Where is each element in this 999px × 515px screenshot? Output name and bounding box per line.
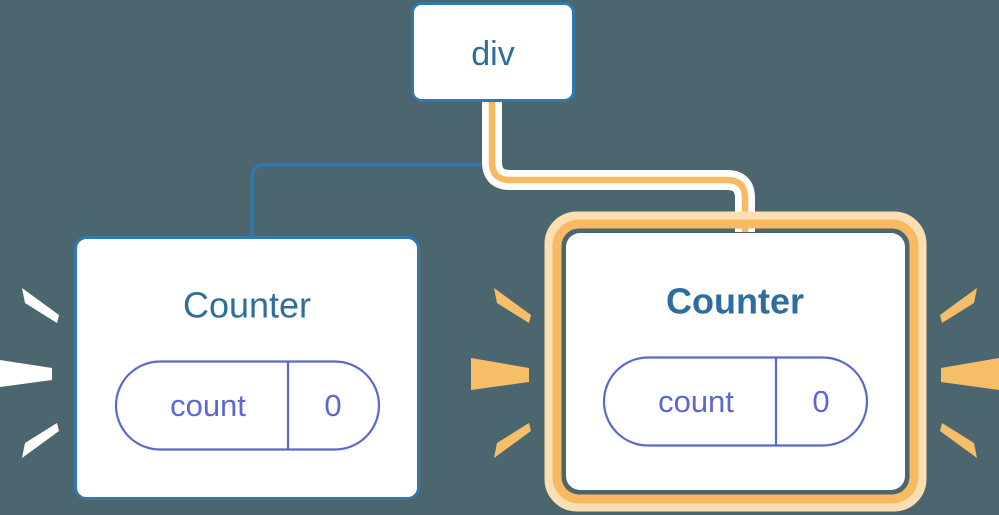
sparkle-white-middle [0,360,52,387]
state-pill-right-name: count [658,384,734,419]
node-div-label: div [471,35,514,73]
node-div[interactable]: div [411,2,575,102]
sparkle-amber-right-top [940,288,977,323]
node-counter-right-highlight-ring [552,219,919,504]
sparkle-amber-right-bottom [940,423,977,458]
sparkle-amber-right-middle [941,358,999,390]
node-div-box[interactable] [411,2,575,102]
state-pill-left-name: count [170,388,246,423]
node-counter-right[interactable]: Counter count 0 [544,211,927,512]
state-pill-right-value: 0 [812,384,829,419]
sparkles-middle [471,288,531,458]
sparkles-right-outer [940,288,999,458]
node-counter-right-title: Counter [666,281,804,322]
node-counter-right-glow [544,211,927,512]
sparkles-left-outer [0,288,59,458]
state-pill-left[interactable]: count 0 [114,360,381,451]
state-pill-left-value: 0 [324,388,341,423]
sparkle-amber-mid-top [494,288,531,323]
sparkle-amber-mid-bottom [494,423,531,458]
state-pill-right-outline [602,356,869,447]
sparkle-white-bottom [22,423,59,458]
sparkle-amber-mid-middle [471,358,529,390]
node-counter-left[interactable]: Counter count 0 [74,236,420,500]
state-pill-right[interactable]: count 0 [602,356,869,447]
edge-root-to-right-counter [488,100,749,232]
sparkle-white-top [22,288,59,323]
state-pill-left-outline [114,360,381,451]
node-counter-left-title: Counter [183,285,311,326]
